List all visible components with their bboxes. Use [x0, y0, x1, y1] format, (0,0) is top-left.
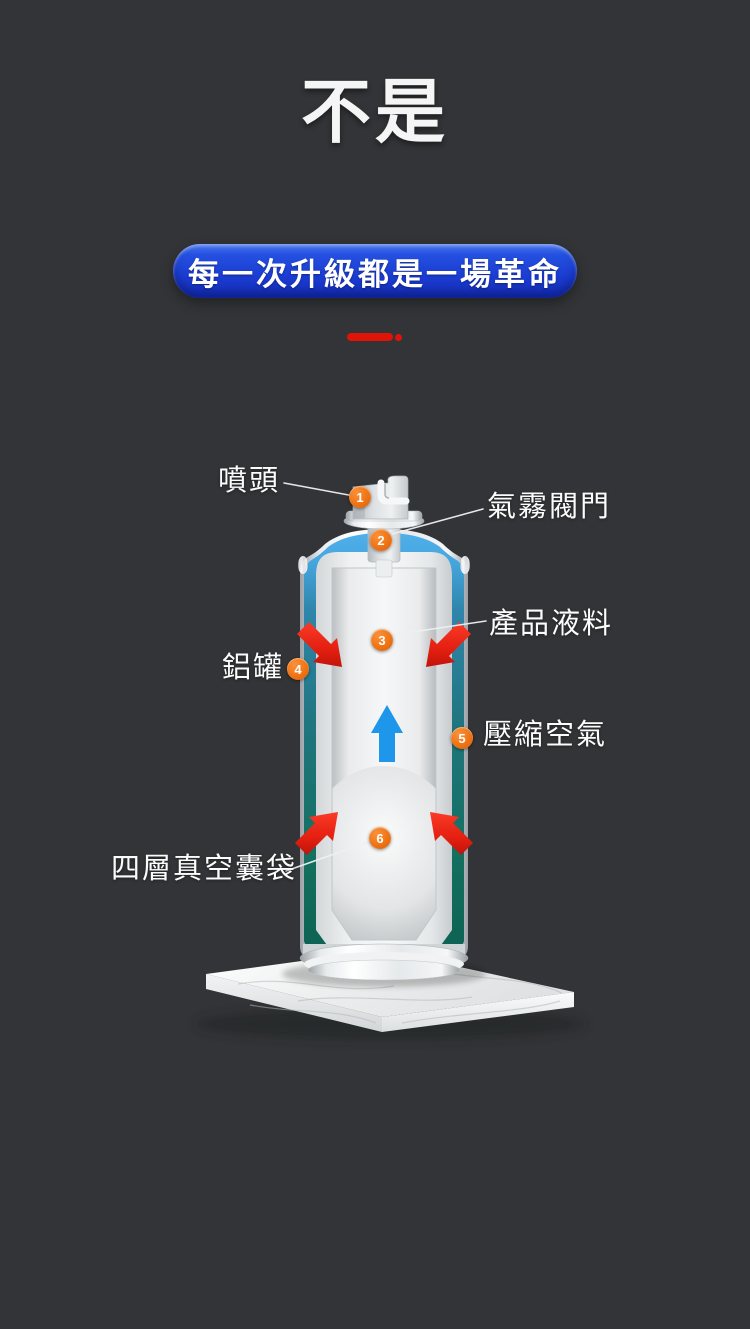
red-arrow-inward-top-right: [426, 622, 471, 667]
connector-lines: [283, 482, 487, 872]
callout-badge-1: 1: [349, 486, 371, 508]
red-arrow-inward-top-left: [297, 622, 342, 667]
valve-tube: [375, 559, 393, 578]
can-cutaway-frame: [316, 552, 452, 952]
red-arrows: [295, 622, 473, 855]
page-title: 不是: [301, 73, 449, 151]
callout-label-aerosol-valve: 氣霧閥門: [487, 491, 612, 523]
crimp-right: [460, 556, 470, 574]
callout-label-aluminum-can: 鋁罐: [222, 652, 285, 684]
callout-label-compressed-air: 壓縮空氣: [483, 719, 608, 751]
red-divider-dot: [395, 334, 402, 341]
callout-label-spray-head: 噴頭: [218, 465, 281, 497]
connector-vacuum-bag: [285, 839, 375, 872]
crimp-left: [298, 556, 308, 574]
callout-badge-2: 2: [370, 529, 392, 551]
red-arrow-inward-bottom-left: [295, 812, 338, 855]
callout-label-vacuum-bag: 四層真空囊袋: [111, 853, 298, 885]
callout-badge-4: 4: [287, 658, 309, 680]
callout-badge-3: 3: [371, 629, 393, 651]
red-arrow-inward-bottom-right: [430, 812, 473, 855]
connector-product-liquid: [391, 620, 487, 636]
red-divider-bar: [347, 333, 393, 341]
slogan-banner: 每一次升級都是一場革命: [173, 244, 577, 298]
aerosol-can-illustration: [295, 475, 473, 981]
callout-badge-6: 6: [369, 827, 391, 849]
connector-spray-head: [283, 482, 355, 497]
interior-edge-line: [331, 567, 437, 941]
inner-bag-dome: [332, 766, 436, 940]
callout-badge-5: 5: [451, 727, 473, 749]
callout-label-product-liquid: 產品液料: [489, 608, 614, 640]
blue-arrow-up: [371, 705, 403, 762]
connector-aerosol-valve: [391, 508, 484, 535]
can-bottom-rim: [299, 943, 469, 981]
